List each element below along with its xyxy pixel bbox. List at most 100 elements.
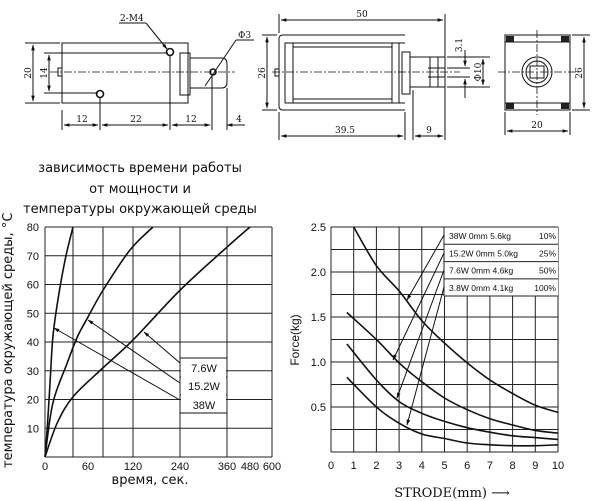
x-tick-label: 360 xyxy=(218,461,236,473)
x-tick-label: 0 xyxy=(42,461,48,473)
x-tick-label: 8 xyxy=(510,460,516,472)
mount-hole-icon xyxy=(95,89,105,99)
dim-diameter: Φ10 xyxy=(474,62,484,81)
x-tick-label: 3 xyxy=(396,460,402,472)
legend-stroke: 0mm xyxy=(476,248,495,258)
chart-title-line-2: от мощности и xyxy=(89,182,191,197)
legend: 38W 0mm 5.6kg 10% 15.2W 0mm 5.0kg 25% 7.6W 0… xyxy=(443,226,558,297)
legend-force: 4.6kg xyxy=(492,266,513,276)
force-stroke-chart: Force(kg) STRODE(mm) ⟶ 0 1 2 3 4 5 6 7 8 9 10 2.5 2.… xyxy=(288,222,564,501)
legend-power: 15.2W xyxy=(449,248,474,258)
side-view-drawing: 20 14 12 22 12 4 2-M4 Φ3 xyxy=(24,14,254,130)
coil-body xyxy=(61,42,189,104)
legend-entry: 3.8W 0mm 4.1kg xyxy=(449,283,514,293)
end-view-drawing: 26 20 xyxy=(498,30,590,135)
series-line-15.2w xyxy=(346,311,559,434)
legend-duty: 50% xyxy=(539,266,556,276)
mount-hole-icon xyxy=(165,47,175,57)
x-tick-label: 7 xyxy=(487,460,493,472)
legend-15.2w: 15.2W xyxy=(188,381,220,393)
dim-height: 20 xyxy=(24,67,34,79)
legend-arrow xyxy=(53,327,181,401)
plunger xyxy=(190,57,228,89)
x-tick-label: 10 xyxy=(552,460,564,472)
dim-plunger-length: 9 xyxy=(426,126,432,136)
legend-power: 3.8W xyxy=(449,283,469,293)
y-tick-label: 1.0 xyxy=(311,357,326,369)
y-tick-label: 60 xyxy=(27,280,39,292)
dim-height: 26 xyxy=(258,67,268,79)
series-line-38w xyxy=(353,226,559,414)
x-tick-label: 6 xyxy=(464,460,470,472)
x-tick-label: 2 xyxy=(373,460,379,472)
series-line-15.2w xyxy=(44,226,154,458)
y-tick-label: 40 xyxy=(27,337,39,349)
legend-stroke: 0mm xyxy=(471,283,490,293)
dim-end-height: 26 xyxy=(575,67,585,79)
y-tick-label: 2.0 xyxy=(311,267,326,279)
legend-duty: 10% xyxy=(539,231,556,241)
x-tick-label: 0 xyxy=(328,460,334,472)
dim-length: 50 xyxy=(356,10,368,20)
y-tick-label: 1.5 xyxy=(311,312,326,324)
legend-arrow xyxy=(87,319,181,384)
dim-2: 22 xyxy=(130,115,141,125)
legend-power: 7.6W xyxy=(449,266,469,276)
legend-7.6w: 7.6W xyxy=(191,363,217,375)
pin-diameter-label: Φ3 xyxy=(238,31,251,41)
x-tick-label: 120 xyxy=(124,461,142,473)
legend-stroke: 0mm xyxy=(469,231,488,241)
x-tick-label: 4 xyxy=(419,460,425,472)
x-axis-label: STRODE(mm) ⟶ xyxy=(394,486,510,501)
series-line-38w xyxy=(44,226,74,458)
x-tick-label: 1 xyxy=(351,460,357,472)
legend-arrow xyxy=(406,286,445,426)
series-line-3.8w xyxy=(346,376,559,447)
series-line-7.6w xyxy=(44,226,251,458)
legend-entry: 15.2W 0mm 5.0kg xyxy=(449,248,518,258)
y-tick-label: 10 xyxy=(27,423,39,435)
legend-force: 5.6kg xyxy=(490,231,511,241)
legend-arrow xyxy=(392,252,445,361)
hole-label: 2-M4 xyxy=(120,14,144,24)
legend: 7.6W 15.2W 38W xyxy=(53,319,227,414)
legend-stroke: 0mm xyxy=(471,266,490,276)
dim-end-width: 20 xyxy=(531,121,543,131)
chart-title-line-3: температуры окружающей среды xyxy=(23,202,257,217)
y-axis-label: Force(kg) xyxy=(288,314,302,365)
x-tick-label: 9 xyxy=(532,460,538,472)
y-tick-label: 20 xyxy=(27,395,39,407)
legend-38w: 38W xyxy=(193,400,216,412)
legend-entry: 38W 0mm 5.6kg xyxy=(449,231,511,241)
y-tick-label: 80 xyxy=(27,222,39,234)
x-tick-label: 5 xyxy=(441,460,447,472)
y-tick-label: 70 xyxy=(27,251,39,263)
legend-entry: 7.6W 0mm 4.6kg xyxy=(449,266,514,276)
y-axis-label: температура окружающей среды, °C xyxy=(1,213,16,468)
x-tick-label: 60 xyxy=(82,461,94,473)
legend-arrow xyxy=(406,234,445,301)
dim-4: 4 xyxy=(236,115,242,125)
legend-duty: 100% xyxy=(534,283,556,293)
legend-force: 5.0kg xyxy=(497,248,518,258)
y-tick-label: 0.5 xyxy=(311,402,326,414)
y-tick-label: 2.5 xyxy=(311,222,326,234)
x-tick-label: 480 xyxy=(241,461,259,473)
dim-inner-height: 14 xyxy=(40,67,50,79)
dim-slot: 3.1 xyxy=(455,38,465,52)
dim-3: 12 xyxy=(185,115,196,125)
y-tick-label: 30 xyxy=(27,366,39,378)
legend-force: 4.1kg xyxy=(492,283,513,293)
dim-body-length: 39.5 xyxy=(335,126,355,136)
legend-arrow xyxy=(396,269,445,399)
top-view-drawing: 50 26 39.5 9 3.1 Φ10 xyxy=(258,10,490,140)
x-tick-label: 600 xyxy=(263,461,281,473)
x-tick-label: 240 xyxy=(171,461,189,473)
legend-arrow xyxy=(143,331,181,364)
series-line-7.6w xyxy=(346,343,559,441)
legend-power: 38W xyxy=(449,231,466,241)
temperature-time-chart: зависимость времени работы от мощности и… xyxy=(1,161,281,488)
legend-duty: 25% xyxy=(539,248,556,258)
y-tick-label: 50 xyxy=(27,308,39,320)
